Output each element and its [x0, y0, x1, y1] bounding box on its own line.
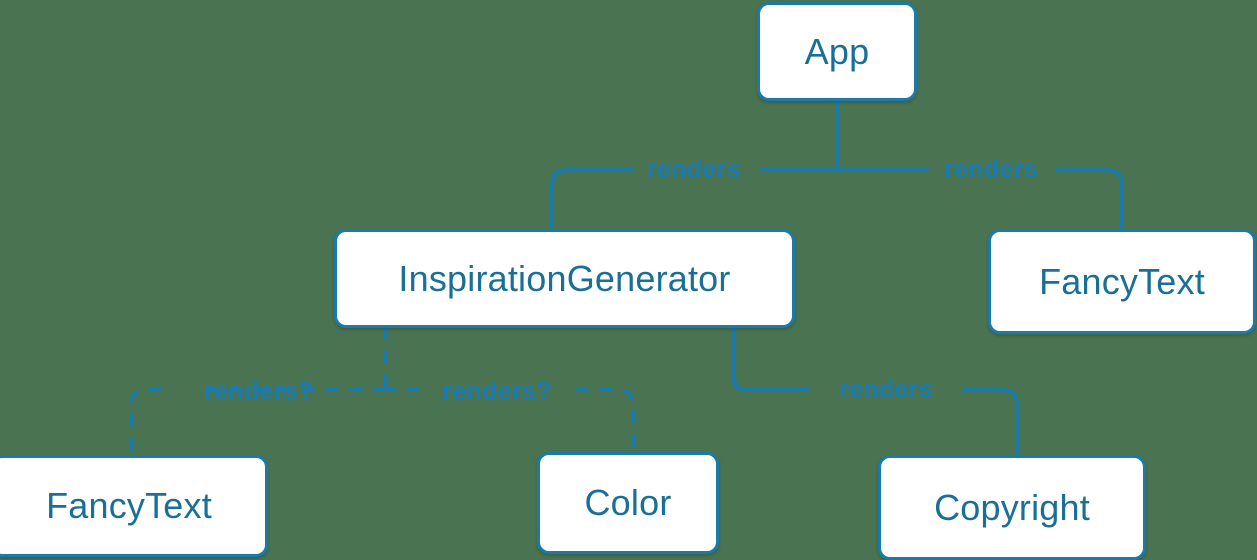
edge-label-app-to-inspiration: renders — [647, 155, 741, 184]
node-color[interactable]: Color — [537, 452, 719, 554]
node-fancytext-right[interactable]: FancyText — [988, 229, 1256, 334]
node-inspiration-generator-label: InspirationGenerator — [398, 257, 731, 299]
node-copyright-label: Copyright — [934, 486, 1090, 528]
edge-label-app-to-fancytext: renders — [944, 155, 1038, 184]
edge-label-inspiration-to-fancytext: renders? — [204, 377, 314, 406]
edge-label-inspiration-to-copyright: renders — [839, 375, 933, 404]
node-app-label: App — [804, 30, 870, 72]
node-app[interactable]: App — [757, 2, 917, 101]
node-inspiration-generator[interactable]: InspirationGenerator — [334, 229, 795, 328]
node-fancytext-right-label: FancyText — [1039, 260, 1205, 302]
node-fancytext-left-label: FancyText — [46, 485, 212, 526]
edge-label-inspiration-to-color: renders? — [442, 377, 552, 406]
node-color-label: Color — [584, 482, 672, 523]
node-copyright[interactable]: Copyright — [878, 455, 1146, 560]
node-fancytext-left[interactable]: FancyText — [0, 455, 268, 557]
